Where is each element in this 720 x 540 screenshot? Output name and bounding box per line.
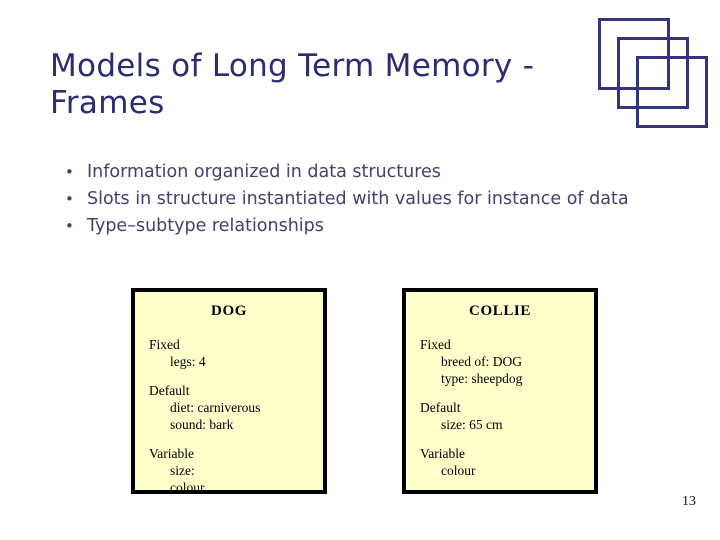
overlapping-squares-decoration (598, 18, 710, 136)
bullet-marker-icon: • (65, 217, 74, 235)
frame-title: COLLIE (469, 303, 531, 319)
frame-slot: legs: 4 (170, 354, 206, 369)
frame-title: DOG (211, 303, 247, 319)
frame-group: Variable colour (420, 445, 594, 479)
frame-slot: colour (441, 463, 476, 478)
square-middle-icon (617, 37, 689, 109)
frame-slot: colour (170, 480, 205, 495)
frame-group: Variable size: colour (149, 445, 323, 496)
frame-group-label: Variable (420, 446, 465, 461)
list-item: • Type–subtype relationships (56, 213, 656, 240)
frame-slot: type: sheepdog (441, 371, 523, 386)
frame-group-label: Default (149, 383, 190, 398)
frame-slot: breed of: DOG (441, 354, 522, 369)
frame-box-dog: DOG Fixed legs: 4 Default diet: carniver… (131, 288, 327, 496)
square-front-icon (636, 56, 708, 128)
frame-group: Default size: 65 cm (420, 399, 594, 433)
slide-title: Models of Long Term Memory - Frames (50, 48, 535, 121)
frame-group-label: Default (420, 400, 461, 415)
frame-group-label: Fixed (420, 337, 451, 352)
list-item-label: Information organized in data structures (87, 162, 441, 182)
bullet-marker-icon: • (65, 190, 74, 208)
frame-slot: diet: carniverous (170, 400, 261, 415)
frame-group: Fixed legs: 4 (149, 336, 323, 370)
frame-group: Default diet: carniverous sound: bark (149, 382, 323, 433)
frame-box-collie: COLLIE Fixed breed of: DOG type: sheepdo… (402, 288, 598, 494)
list-item: • Information organized in data structur… (56, 159, 656, 186)
frame-body: Fixed legs: 4 Default diet: carniverous … (135, 336, 323, 496)
frame-group-label: Fixed (149, 337, 180, 352)
square-back-icon (598, 18, 670, 90)
page-number: 13 (682, 494, 696, 509)
frame-slot: sound: bark (170, 417, 234, 432)
frame-group-label: Variable (149, 446, 194, 461)
frame-slot: size: (170, 463, 195, 478)
frame-body: Fixed breed of: DOG type: sheepdog Defau… (406, 336, 594, 479)
list-item: • Slots in structure instantiated with v… (56, 186, 656, 213)
bullet-list: • Information organized in data structur… (56, 159, 656, 240)
frame-group: Fixed breed of: DOG type: sheepdog (420, 336, 594, 387)
list-item-label: Type–subtype relationships (87, 216, 324, 236)
frame-slot: size: 65 cm (441, 417, 503, 432)
list-item-label: Slots in structure instantiated with val… (87, 189, 629, 209)
bullet-marker-icon: • (65, 163, 74, 181)
